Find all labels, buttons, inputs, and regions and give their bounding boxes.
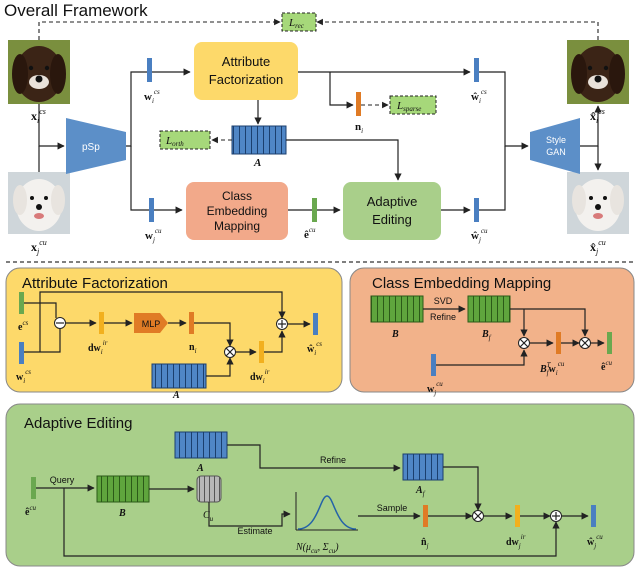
e-cu-label: êcu: [304, 226, 316, 241]
svg-text:Lsparse: Lsparse: [396, 100, 421, 113]
attr-dw-vector: [99, 312, 104, 334]
output-image-cu: [567, 172, 629, 234]
svg-text:MLP: MLP: [142, 319, 161, 329]
output-image-cs: [567, 40, 629, 104]
svg-text:Lrec: Lrec: [288, 17, 305, 30]
attr-what-label: ŵics: [307, 340, 322, 357]
ae-matrix-A-label: A: [196, 463, 204, 474]
x-cs-label: xics: [31, 107, 46, 125]
what-cs-label: ŵics: [471, 88, 487, 105]
cem-matrix-Bf: [467, 295, 511, 323]
attr-e-cs-label: ecs: [18, 319, 29, 333]
attr-dw-label: dwiir: [88, 339, 108, 356]
cem-panel-title: Class Embedding Mapping: [372, 275, 551, 292]
svg-text:Attribute: Attribute: [222, 54, 270, 69]
ae-matrix-Af: [402, 453, 444, 481]
ae-what-label: ŵjcu: [587, 533, 603, 550]
cem-matrix-Bf-label: Bf: [481, 329, 492, 342]
estimate-label: Estimate: [237, 526, 272, 536]
attr-matrix-A: [151, 363, 207, 389]
overall-title: Overall Framework: [4, 1, 148, 20]
attr-dw-hat-label: dwiir: [250, 368, 270, 385]
psp-encoder: pSp: [66, 118, 126, 174]
mlp-block: MLP: [134, 313, 168, 333]
adaptive-editing-block: Adaptive Editing: [343, 182, 441, 240]
svg-text:Embedding: Embedding: [207, 204, 268, 218]
cem-e-cu-vector: [607, 332, 612, 354]
stylegan-generator: Style GAN: [530, 118, 580, 174]
svg-text:pSp: pSp: [82, 142, 100, 153]
ae-matrix-B: [96, 475, 150, 503]
input-image-cu: [8, 172, 70, 234]
attr-dw-hat-vector: [259, 341, 264, 363]
attr-w-cs-vector: [19, 342, 24, 364]
svg-text:GAN: GAN: [546, 147, 566, 157]
cem-w-cu-vector: [431, 354, 436, 376]
attr-what-vector: [313, 313, 318, 335]
loss-orth-box: Lorth: [159, 130, 211, 150]
gaussian-distribution-icon: [295, 492, 358, 531]
n-i-label: ni: [355, 121, 363, 135]
svg-text:Factorization: Factorization: [209, 72, 283, 87]
what-cu-vector: [474, 198, 479, 222]
attr-panel: [5, 267, 343, 393]
ae-matrix-Af-label: Af: [415, 485, 426, 498]
svg-text:Mapping: Mapping: [214, 219, 260, 233]
ae-panel-title: Adaptive Editing: [24, 415, 132, 432]
xhat-cu-label: x̂jcu: [590, 238, 606, 256]
ae-matrix-Cu-label: Cu: [203, 510, 214, 523]
loss-sparse-box: Lsparse: [389, 95, 437, 115]
sample-label: Sample: [377, 503, 408, 513]
ae-dw-hat-vector: [515, 505, 520, 527]
cem-e-cu-label: êcu: [601, 359, 613, 373]
class-embedding-mapping-block: Class Embedding Mapping: [186, 182, 288, 240]
w-cs-vector: [147, 58, 152, 82]
ae-e-cu-vector: [31, 477, 36, 499]
attr-e-cs-vector: [19, 292, 24, 314]
x-cu-label: xjcu: [31, 238, 47, 256]
w-cu-vector: [149, 198, 154, 222]
attr-panel-title: Attribute Factorization: [22, 275, 168, 292]
normal-distribution-label: N(μcu, Σcu): [295, 542, 339, 555]
what-cu-label: ŵjcu: [471, 227, 488, 244]
ae-refine-label: Refine: [320, 455, 346, 465]
ae-matrix-B-label: B: [118, 508, 126, 519]
what-cs-vector: [474, 58, 479, 82]
cem-w-cu-label: wjcu: [427, 380, 443, 397]
cem-refine-label: Refine: [430, 312, 456, 322]
ae-panel: [5, 403, 635, 567]
ae-n-j-label: n̂j: [421, 537, 429, 550]
svg-text:Class: Class: [222, 189, 252, 203]
n-i-vector: [356, 92, 361, 116]
svd-label: SVD: [434, 296, 453, 306]
matrix-A: [231, 125, 287, 155]
ae-e-cu-label: êcu: [25, 504, 37, 518]
svg-text:Lorth: Lorth: [165, 135, 184, 148]
input-image-cs: [8, 40, 70, 104]
attr-w-cs-label: wics: [16, 368, 31, 385]
ae-n-j-vector: [423, 505, 428, 527]
attr-matrix-A-label: A: [172, 390, 180, 401]
w-cs-label: wics: [144, 88, 160, 105]
attr-n-i-label: ni: [189, 342, 197, 355]
ae-matrix-A: [174, 431, 228, 459]
loss-rec-box: Lrec: [281, 12, 317, 32]
matrix-A-label: A: [253, 157, 261, 169]
svg-text:Adaptive: Adaptive: [367, 194, 418, 209]
w-cu-label: wjcu: [145, 227, 162, 244]
attr-n-i-vector: [189, 312, 194, 334]
cem-bfw-vector: [556, 332, 561, 354]
ae-dw-hat-label: dwjir: [506, 533, 526, 550]
ae-what-vector: [591, 505, 596, 527]
ae-matrix-Cu: [196, 475, 222, 503]
cem-matrix-B: [370, 295, 424, 323]
svg-text:Editing: Editing: [372, 212, 412, 227]
attribute-factorization-block: Attribute Factorization: [194, 42, 298, 100]
svg-text:Style: Style: [546, 135, 566, 145]
query-label: Query: [50, 475, 75, 485]
e-cu-vector: [312, 198, 317, 222]
cem-matrix-B-label: B: [391, 329, 399, 340]
